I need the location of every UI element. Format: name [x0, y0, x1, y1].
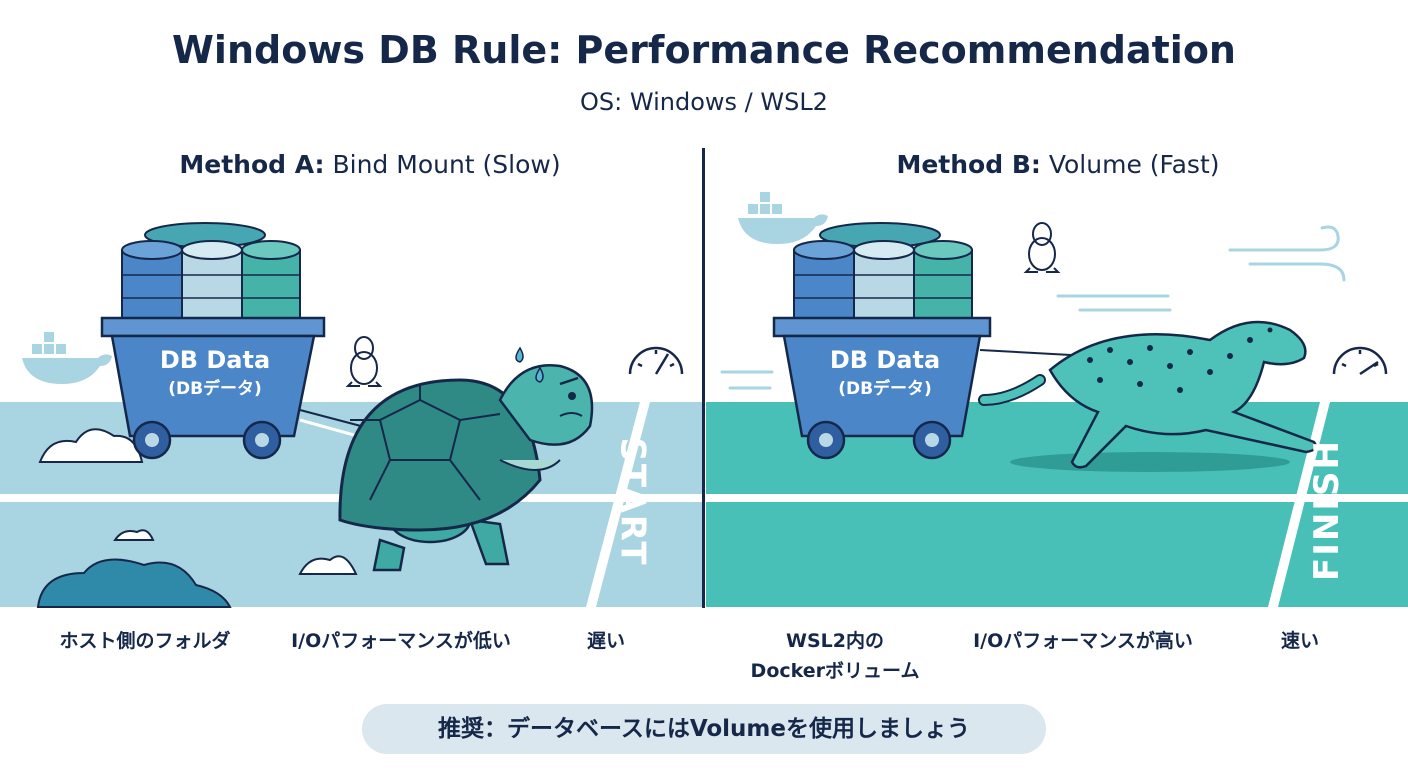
speedometer-icon [1332, 346, 1388, 376]
method-a-title-bold: Method A: [179, 150, 325, 179]
speedometer-icon [628, 346, 684, 375]
cheetah [978, 320, 1317, 472]
caption-wsl2-line2: Dockerボリューム [750, 660, 920, 682]
slow-cart-label-main: DB Data [159, 346, 271, 374]
turtle [338, 346, 594, 572]
db-cylinders-slow [121, 222, 301, 321]
panel-divider [702, 148, 705, 608]
fast-cart-label: DB Data (DBデータ) [800, 346, 970, 399]
wind-lines-icon [720, 225, 1346, 390]
page-title: Windows DB Rule: Performance Recommendat… [172, 28, 1236, 72]
fast-cart-label-sub: (DBデータ) [838, 379, 932, 399]
method-a-title: Method A: Bind Mount (Slow) [60, 150, 680, 179]
method-a-title-rest: Bind Mount (Slow) [324, 150, 561, 179]
docker-whale-icon [738, 192, 828, 244]
fast-cart [772, 222, 1201, 460]
caption-fast: 速い [1280, 630, 1319, 652]
sweat-drop-icon [515, 346, 544, 383]
recommendation-banner: 推奨：データベースにはVolumeを使用しましょう [362, 704, 1046, 754]
caption-slow: 遅い [586, 630, 625, 652]
docker-whale-icon [22, 332, 112, 384]
slow-cart-label: DB Data (DBデータ) [130, 346, 300, 399]
bush [36, 558, 232, 608]
method-b-title: Method B: Volume (Fast) [748, 150, 1368, 179]
finish-marker: FINISH [1306, 439, 1347, 581]
linux-penguin-icon [345, 336, 383, 387]
caption-wsl2-line1: WSL2内の [786, 630, 884, 652]
slow-cart-label-sub: (DBデータ) [168, 379, 262, 399]
linux-penguin-icon [1023, 222, 1061, 273]
caption-wsl2-volume: WSL2内の Dockerボリューム [720, 626, 950, 686]
start-marker: START [612, 437, 653, 567]
caption-host-folder: ホスト側のフォルダ [59, 630, 231, 652]
method-b-title-bold: Method B: [896, 150, 1041, 179]
caption-io-low: I/Oパフォーマンスが低い [291, 630, 511, 652]
fast-cart-label-main: DB Data [829, 346, 941, 374]
method-b-title-rest: Volume (Fast) [1040, 150, 1220, 179]
page-subtitle: OS: Windows / WSL2 [580, 88, 828, 116]
caption-io-high: I/Oパフォーマンスが高い [973, 630, 1193, 652]
